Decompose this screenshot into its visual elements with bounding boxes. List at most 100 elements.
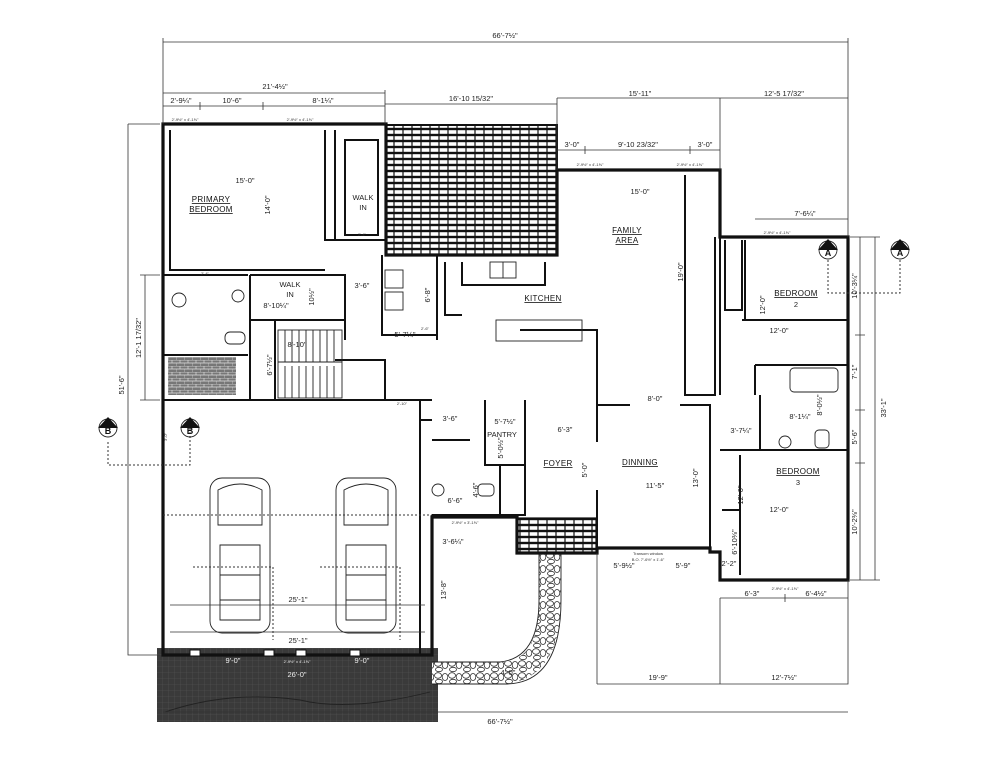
dimension-lines	[127, 38, 880, 713]
dimension-label: 8'-0½"	[815, 394, 824, 416]
section-label: B	[187, 426, 194, 436]
section-label: A	[825, 248, 832, 258]
dimension-label: 6'-8"	[423, 287, 432, 302]
window-label: 2'-9½" x 4'-1⅝"	[772, 586, 799, 591]
dimension-label: 13'-8"	[439, 580, 448, 599]
dimension-label: 6'-10⅜"	[730, 529, 739, 555]
dimension-label: 10½"	[307, 288, 316, 306]
dimension-label: 7'-6¼"	[794, 209, 816, 218]
room-label-bedroom-3: 3	[796, 478, 800, 487]
section-marker-b: B	[180, 417, 200, 438]
dimension-label: 33'-1"	[879, 398, 888, 417]
sink	[231, 289, 245, 303]
dimension-label: 8'-10¼"	[263, 301, 289, 310]
dimension-label: 13'-0"	[691, 468, 700, 487]
dimension-label: 12'-0"	[758, 295, 767, 314]
dimension-label: 11'-5"	[646, 481, 665, 490]
dimension-label: 5'-7½"	[494, 417, 516, 426]
toilet	[477, 483, 495, 497]
dimension-label: 25'-1"	[288, 595, 307, 604]
window-label: B.O. 7'-6½" x 1'-6"	[632, 557, 665, 562]
dimension-label: 66'-7½"	[492, 31, 518, 40]
door-label: 2'-4"	[358, 232, 367, 237]
section-marker-a: A	[890, 239, 910, 260]
dimension-label: 7'-1"	[850, 364, 859, 379]
dimension-label: 6'-3"	[558, 425, 573, 434]
room-label-foyer: FOYER	[543, 459, 572, 468]
car-left	[209, 477, 271, 634]
room-label-kitchen: KITCHEN	[524, 294, 561, 303]
dimension-label: 51'-6"	[117, 375, 126, 394]
dimension-label: 8'-1¼"	[789, 412, 811, 421]
dimension-label: 25'-1"	[288, 636, 307, 645]
dimension-label: 12'-1 17/32"	[134, 318, 143, 358]
window-label: 2'-9½" x 4'-1⅝"	[284, 659, 311, 664]
dimension-label: 10'-3¼"	[850, 273, 859, 299]
dimension-label: 3'-0"	[698, 140, 713, 149]
fixtures	[107, 260, 901, 657]
dimension-label: 5'-9"	[676, 561, 691, 570]
driveway	[157, 648, 438, 722]
window-labels: 2'-9½" x 4'-1⅝" 2'-9½" x 4'-1⅝" 2'-9½" x…	[172, 117, 799, 664]
window-label: 2'-9½" x 4'-1⅝"	[764, 230, 791, 235]
sink	[431, 483, 445, 497]
dimension-label: 5'-0½"	[496, 437, 505, 459]
dimension-label: 12'-7½"	[771, 673, 797, 682]
section-label: A	[897, 248, 904, 258]
toilet	[224, 331, 246, 345]
room-label-family-area: AREA	[616, 236, 639, 245]
room-label-bedroom-2: BEDROOM	[774, 289, 817, 298]
dimension-label: 6'-7½"	[265, 354, 274, 376]
dimension-label: 66'-7½"	[487, 717, 513, 726]
shower	[168, 357, 236, 395]
room-label-bedroom-3: BEDROOM	[776, 467, 819, 476]
dimension-label: 5'-0"	[580, 462, 589, 477]
dimension-label: 8'-10"	[287, 340, 306, 349]
room-label-walk-in: WALK	[280, 280, 301, 289]
window-label: 2'-9½" x 4'-1⅝"	[577, 162, 604, 167]
room-label-walk-in: WALK	[353, 193, 374, 202]
dimension-label: 9'-0"	[355, 656, 370, 665]
dimension-label: 5'-7¼"	[394, 330, 416, 339]
dimension-labels: 66'-7½" 21'-4½" 2'-9¼" 10'-6" 8'-1¼" 16'…	[117, 31, 888, 726]
car-right	[335, 477, 397, 634]
dimension-label: 15'-0"	[630, 187, 649, 196]
dimension-label: 21'-4½"	[262, 82, 288, 91]
room-label-family-area: FAMILY	[612, 226, 642, 235]
dimension-label: 10'-6"	[222, 96, 241, 105]
washer	[384, 269, 404, 289]
dimension-label: 15'-0"	[235, 176, 254, 185]
dimension-label: 12'-5 17/32"	[764, 89, 804, 98]
section-marker-a: A	[818, 239, 838, 260]
room-label-pantry: PANTRY	[487, 430, 517, 439]
dimension-label: 10'-2⅜"	[850, 509, 859, 535]
sink	[778, 435, 792, 449]
room-label-walk-in: IN	[359, 203, 367, 212]
dimension-label: 2'-2"	[722, 559, 737, 568]
window-label: 2'-9½" x 4'-1⅝"	[172, 117, 199, 122]
dimension-label: 2'-9¼"	[170, 96, 192, 105]
sink	[171, 292, 187, 308]
dimension-label: 8'-0"	[648, 394, 663, 403]
stairs	[277, 329, 343, 399]
room-label-primary-bedroom: BEDROOM	[189, 205, 232, 214]
dimension-label: 9'-0"	[226, 656, 241, 665]
dimension-label: 3'-7¼"	[730, 426, 752, 435]
toilet	[814, 429, 830, 449]
window-label: 2'-9½" x 4'-1⅝"	[677, 162, 704, 167]
stone-walkway	[432, 525, 561, 684]
room-label-primary-bedroom: PRIMARY	[192, 195, 231, 204]
dimension-label: 15'-11"	[629, 89, 652, 98]
dimension-label: 3'-6¼"	[442, 537, 464, 546]
dimension-label: 3'-6"	[355, 281, 370, 290]
dimension-label: 3'-6"	[443, 414, 458, 423]
dimension-label: 4'-0"	[501, 668, 516, 677]
dimension-label: 4'-6"	[471, 482, 480, 497]
dimension-label: 6'-3"	[745, 589, 760, 598]
room-label-walk-in: IN	[286, 290, 294, 299]
section-label: B	[105, 426, 112, 436]
door-label: 3'-0"	[163, 432, 168, 441]
kitchen-island	[495, 319, 583, 342]
bathtub	[789, 367, 839, 393]
